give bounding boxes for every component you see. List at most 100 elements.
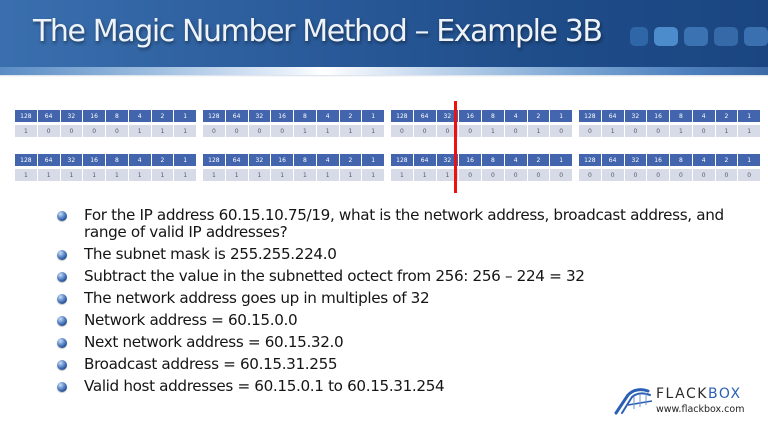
subnet-boundary-line bbox=[454, 101, 457, 193]
bullet-icon bbox=[57, 294, 67, 305]
bit-value-cell: 1 bbox=[60, 169, 83, 181]
bit-value-cell: 1 bbox=[128, 125, 151, 137]
title-banner-shadow bbox=[0, 75, 768, 77]
decorative-square bbox=[654, 27, 678, 46]
bit-value-cell: 0 bbox=[504, 169, 527, 181]
bit-weight-cell: 16 bbox=[459, 154, 481, 166]
bit-weight-cell: 128 bbox=[203, 154, 225, 166]
bit-value-cell: 0 bbox=[436, 125, 459, 137]
bridge-icon bbox=[614, 388, 653, 415]
bit-weight-cell: 2 bbox=[527, 154, 550, 166]
bullet-item: Subtract the value in the subnetted octe… bbox=[57, 268, 737, 285]
bit-value-cell: 1 bbox=[83, 169, 105, 181]
logo-url: www.flackbox.com bbox=[656, 404, 745, 415]
bit-value-cell: 0 bbox=[738, 169, 760, 181]
bit-weight-cell: 32 bbox=[436, 154, 459, 166]
bullet-icon bbox=[57, 250, 67, 261]
bit-value-cell: 0 bbox=[413, 125, 436, 137]
bit-value-cell: 0 bbox=[60, 125, 83, 137]
decorative-square bbox=[684, 27, 708, 46]
bullet-text: Broadcast address = 60.15.31.255 bbox=[84, 355, 338, 374]
bit-weight-cell: 4 bbox=[692, 110, 715, 122]
bit-weight-cell: 128 bbox=[15, 154, 37, 166]
bit-weight-cell: 16 bbox=[271, 154, 293, 166]
bit-weight-cell: 32 bbox=[624, 154, 647, 166]
bit-weight-cell: 8 bbox=[670, 154, 692, 166]
bit-weight-cell: 16 bbox=[83, 110, 105, 122]
bullet-item: Network address = 60.15.0.0 bbox=[57, 312, 737, 329]
bit-value-cell: 0 bbox=[391, 125, 413, 137]
bit-weight-cell: 16 bbox=[647, 110, 669, 122]
bit-value-cell: 1 bbox=[316, 125, 339, 137]
bullet-item: Valid host addresses = 60.15.0.1 to 60.1… bbox=[57, 378, 737, 395]
bit-value-cell: 1 bbox=[670, 125, 692, 137]
bit-value-cell: 0 bbox=[459, 169, 481, 181]
bit-value-cell: 1 bbox=[715, 125, 738, 137]
bullet-icon bbox=[57, 316, 67, 327]
bit-value-cell: 1 bbox=[413, 169, 436, 181]
bit-weight-cell: 2 bbox=[527, 110, 550, 122]
bit-value-cell: 1 bbox=[294, 169, 316, 181]
logo-brand-part1: FLACK bbox=[656, 386, 708, 402]
bit-value-cell: 0 bbox=[482, 169, 504, 181]
bit-value-cell: 1 bbox=[248, 169, 271, 181]
bit-value-cell: 1 bbox=[527, 125, 550, 137]
bit-weight-cell: 64 bbox=[37, 110, 60, 122]
bit-weight-cell: 4 bbox=[504, 110, 527, 122]
bit-weight-cell: 1 bbox=[738, 110, 760, 122]
bit-weight-cell: 32 bbox=[624, 110, 647, 122]
bullet-text: The subnet mask is 255.255.224.0 bbox=[84, 245, 337, 264]
bit-value-cell: 1 bbox=[339, 169, 362, 181]
bit-weight-cell: 64 bbox=[601, 110, 624, 122]
bullet-item: For the IP address 60.15.10.75/19, what … bbox=[57, 206, 737, 242]
bullet-icon bbox=[57, 338, 67, 349]
bit-value-cell: 1 bbox=[271, 169, 293, 181]
decorative-square bbox=[714, 27, 738, 46]
bullet-text: Next network address = 60.15.32.0 bbox=[84, 333, 344, 352]
bit-value-cell: 1 bbox=[391, 169, 413, 181]
bit-weight-cell: 128 bbox=[579, 154, 601, 166]
bit-weight-cell: 2 bbox=[151, 154, 174, 166]
bit-value-cell: 0 bbox=[624, 125, 647, 137]
bit-value-cell: 1 bbox=[203, 169, 225, 181]
bit-weight-cell: 1 bbox=[362, 110, 384, 122]
bit-value-cell: 0 bbox=[715, 169, 738, 181]
bit-value-cell: 1 bbox=[174, 125, 196, 137]
bit-value-cell: 0 bbox=[624, 169, 647, 181]
bit-value-cell: 0 bbox=[504, 125, 527, 137]
bit-weight-cell: 2 bbox=[339, 110, 362, 122]
bit-weight-cell: 16 bbox=[83, 154, 105, 166]
bit-weight-cell: 32 bbox=[60, 154, 83, 166]
bit-value-cell: 1 bbox=[316, 169, 339, 181]
bit-value-cell: 1 bbox=[362, 125, 384, 137]
bit-weight-cell: 8 bbox=[482, 110, 504, 122]
logo-brand-part2: BOX bbox=[707, 386, 742, 402]
bit-value-cell: 0 bbox=[692, 125, 715, 137]
logo-brand: FLACKBOX bbox=[656, 386, 742, 402]
bit-value-cell: 1 bbox=[15, 125, 37, 137]
bit-value-cell: 0 bbox=[579, 125, 601, 137]
bullet-text: Network address = 60.15.0.0 bbox=[84, 311, 298, 330]
bit-weight-cell: 2 bbox=[715, 154, 738, 166]
bit-weight-cell: 1 bbox=[174, 110, 196, 122]
bit-weight-cell: 8 bbox=[106, 154, 128, 166]
bit-value-cell: 0 bbox=[203, 125, 225, 137]
bit-weight-cell: 1 bbox=[362, 154, 384, 166]
bit-value-cell: 1 bbox=[601, 125, 624, 137]
bit-weight-cell: 64 bbox=[413, 110, 436, 122]
bit-weight-cell: 4 bbox=[316, 154, 339, 166]
bit-weight-cell: 32 bbox=[248, 110, 271, 122]
bit-value-cell: 0 bbox=[647, 125, 669, 137]
bit-value-cell: 1 bbox=[37, 169, 60, 181]
bit-weight-cell: 64 bbox=[413, 154, 436, 166]
bit-value-cell: 1 bbox=[151, 169, 174, 181]
bit-weight-cell: 4 bbox=[316, 110, 339, 122]
bit-value-cell: 0 bbox=[271, 125, 293, 137]
bit-weight-cell: 32 bbox=[248, 154, 271, 166]
bit-weight-cell: 128 bbox=[391, 110, 413, 122]
